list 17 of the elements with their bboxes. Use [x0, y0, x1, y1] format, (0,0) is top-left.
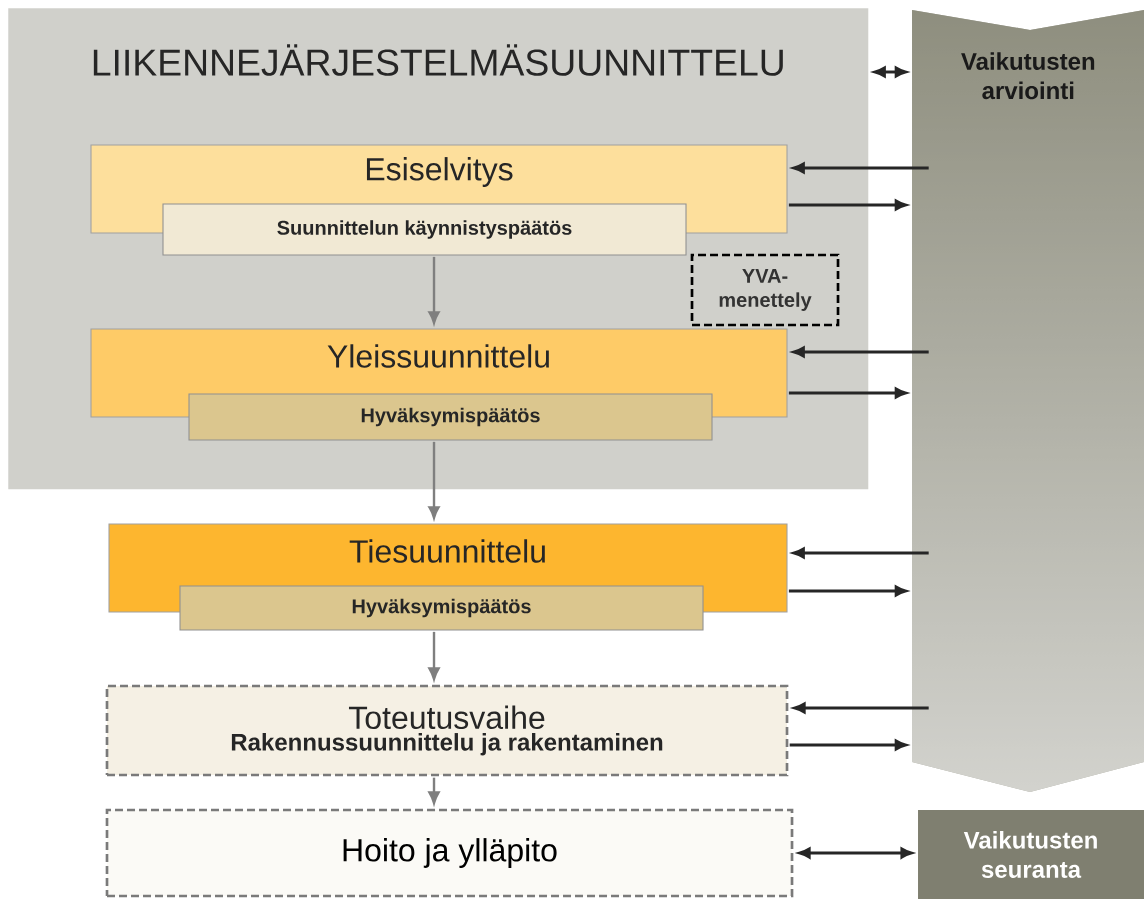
arrow — [793, 702, 929, 714]
arrow — [428, 631, 440, 681]
arrow — [428, 256, 440, 324]
arrow — [792, 346, 929, 358]
arrow — [792, 547, 929, 559]
decision-box: Suunnittelun käynnistyspäätös — [162, 203, 687, 256]
dashed-box: YVA- menettely — [690, 253, 840, 327]
result-box: Vaikutusten seuranta — [918, 810, 1144, 899]
arrow — [798, 847, 913, 859]
arrow — [428, 441, 440, 519]
decision-box: Hyväksymispäätös — [188, 393, 713, 441]
arrow — [428, 777, 440, 805]
decision-box: Hyväksymispäätös — [179, 585, 704, 631]
dashed-box: Hoito ja ylläpito — [105, 808, 794, 898]
chevron-band: Vaikutusten arviointi — [912, 10, 1144, 792]
dashed-box: Toteutusvaihe Rakennussuunnittelu ja rakentaminen — [105, 684, 789, 777]
arrow — [792, 162, 929, 174]
